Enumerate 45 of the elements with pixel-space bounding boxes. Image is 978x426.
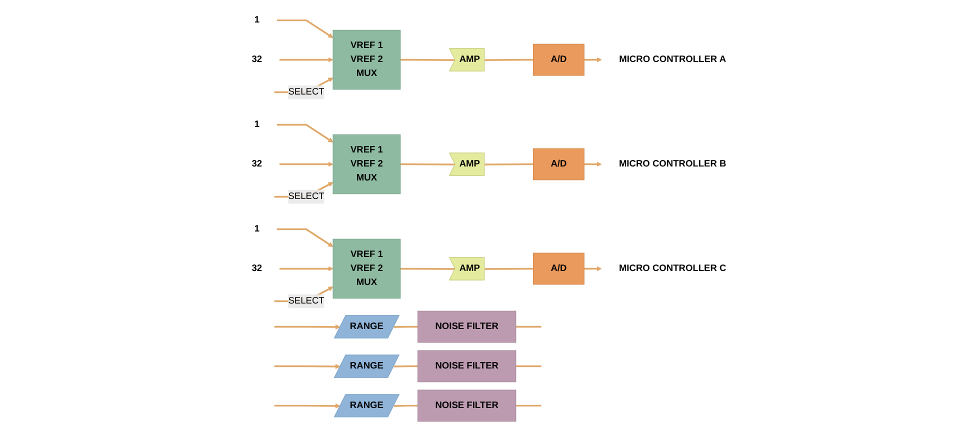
arrow — [280, 57, 334, 62]
arrow — [276, 228, 334, 247]
connector — [394, 365, 418, 368]
node-box: VREF 1 VREF 2 MUX — [332, 30, 401, 90]
node-text: 32 — [252, 159, 262, 169]
connector — [394, 326, 418, 328]
node-box: A/D — [533, 148, 584, 180]
node-box: A/D — [533, 252, 584, 285]
arrow — [584, 57, 602, 62]
connector — [516, 404, 542, 407]
connector — [400, 58, 456, 61]
node-text: MICRO CONTROLLER B — [618, 159, 726, 169]
connector — [484, 163, 534, 166]
arrow — [274, 324, 340, 330]
arrow — [584, 266, 602, 272]
node-text: 1 — [254, 15, 260, 25]
connector — [484, 58, 534, 61]
arrow — [280, 162, 334, 167]
connector — [394, 404, 418, 407]
node-box: A/D — [533, 44, 584, 76]
edge-label: SELECT — [288, 87, 324, 97]
node-box: VREF 1 VREF 2 MUX — [332, 134, 401, 194]
node-box: NOISE FILTER — [417, 310, 516, 343]
node-box: VREF 1 VREF 2 MUX — [332, 238, 401, 299]
edge-label: SELECT — [288, 296, 324, 306]
arrow — [276, 19, 334, 38]
node-text: MICRO CONTROLLER A — [619, 54, 726, 64]
arrow — [584, 162, 602, 167]
arrow — [274, 364, 340, 370]
edge-label: SELECT — [288, 192, 324, 202]
node-text: 32 — [252, 54, 262, 64]
connector — [400, 268, 456, 270]
connector — [400, 163, 456, 166]
node-text: MICRO CONTROLLER C — [618, 263, 726, 274]
connector — [516, 365, 542, 368]
node-box: NOISE FILTER — [417, 350, 516, 382]
connector — [516, 326, 542, 328]
arrow — [280, 266, 334, 272]
node-text: 1 — [254, 120, 260, 130]
connector — [484, 268, 534, 270]
node-box: NOISE FILTER — [417, 390, 516, 422]
arrow — [276, 124, 334, 142]
node-text: 1 — [254, 224, 260, 234]
node-text: 32 — [252, 263, 262, 274]
arrow — [274, 403, 340, 408]
